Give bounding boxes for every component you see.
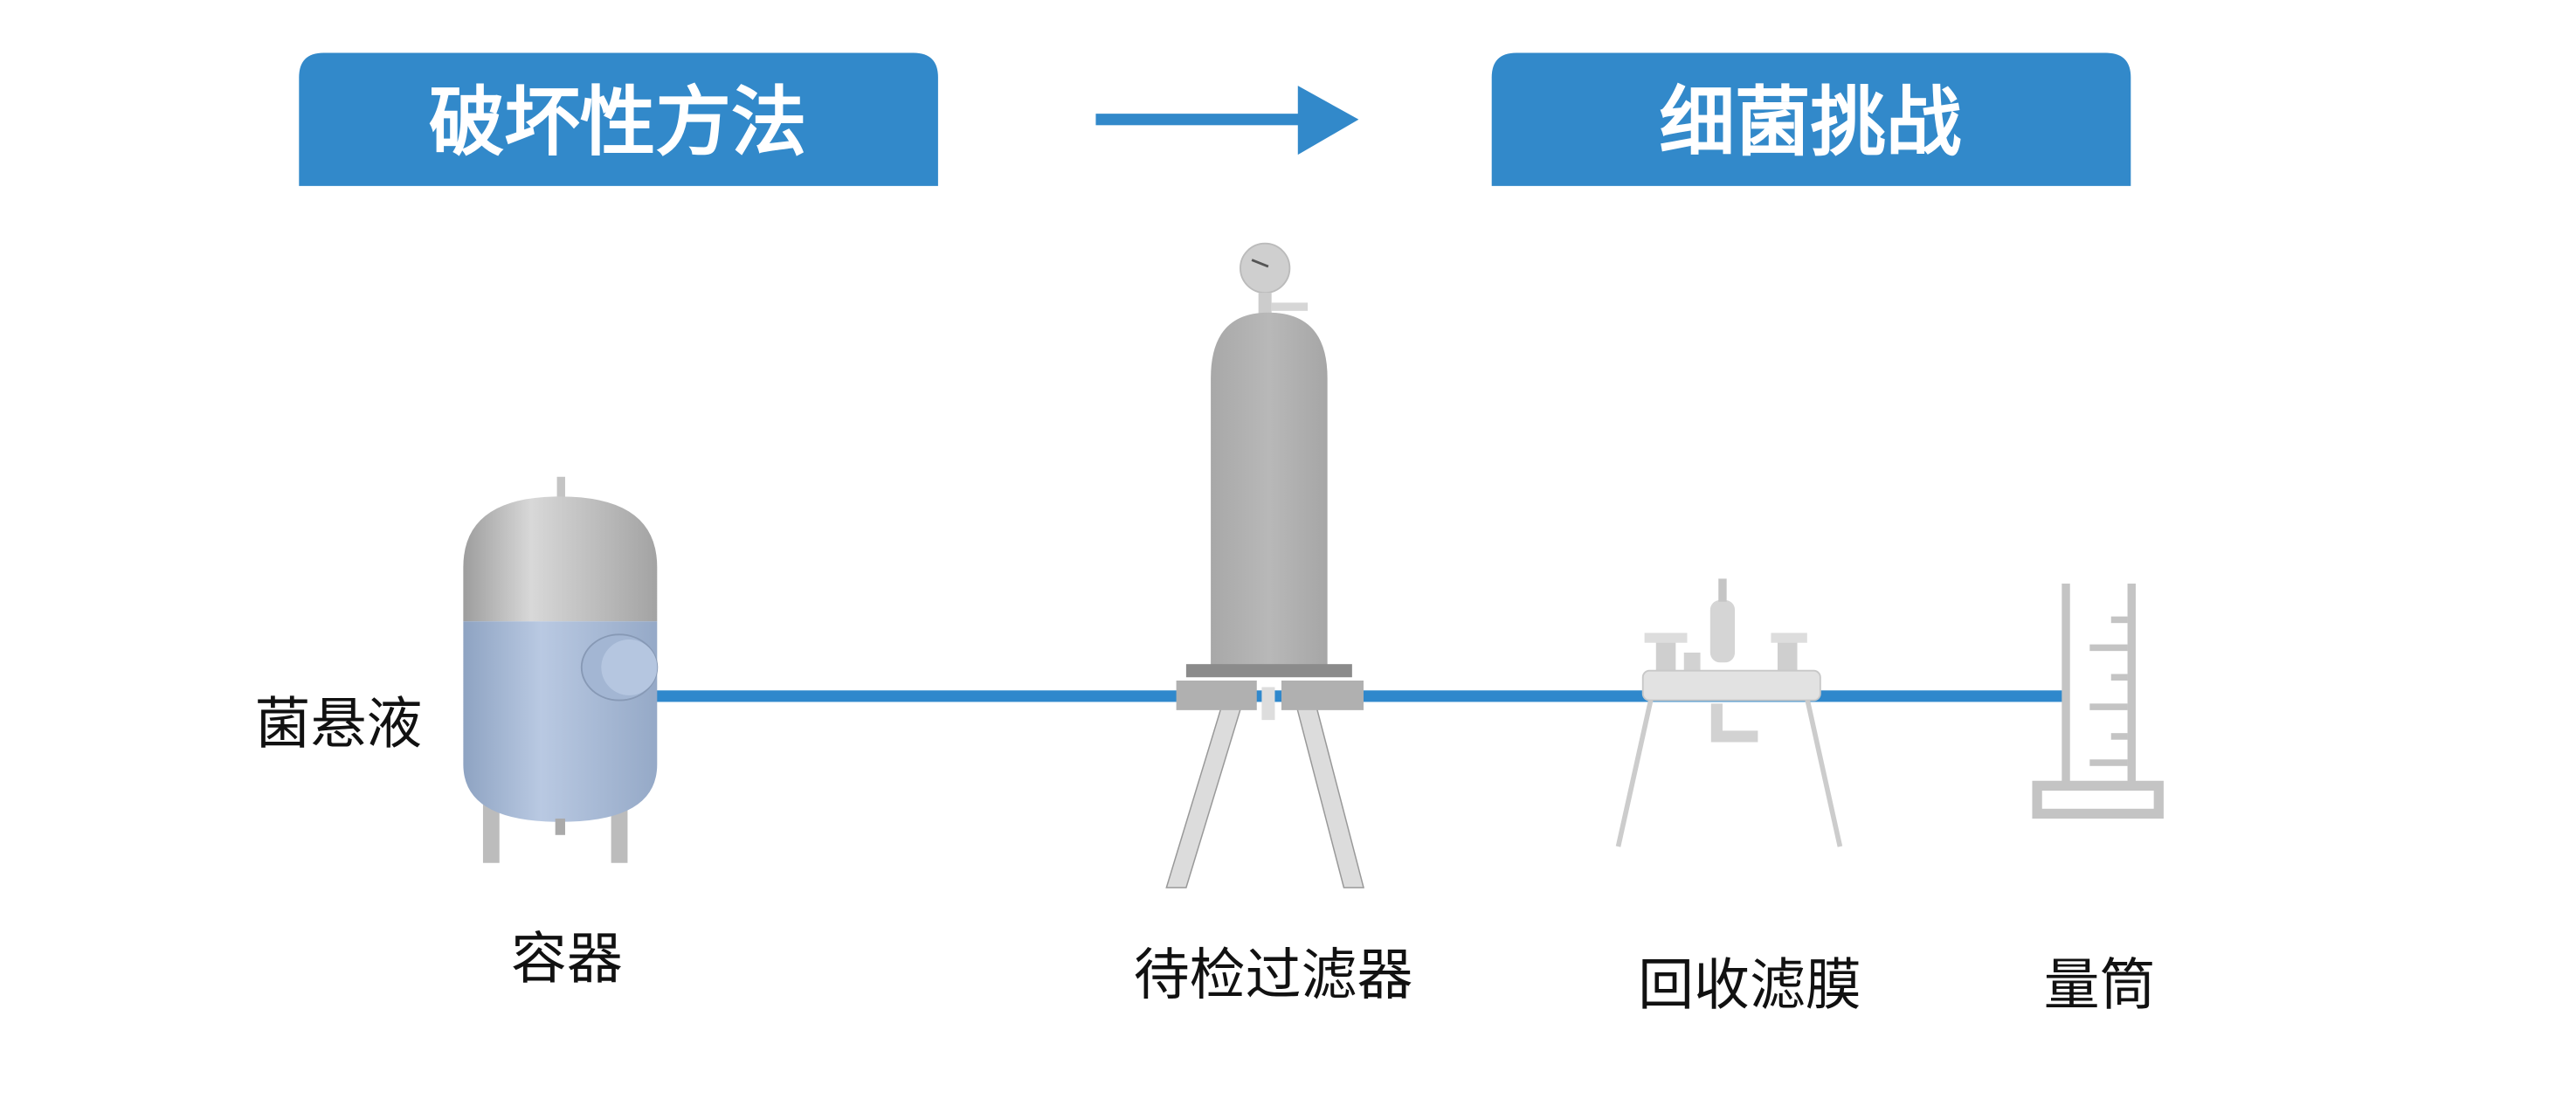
- right-banner-bg: [1491, 52, 2131, 186]
- test-filter-icon: [1165, 242, 1364, 888]
- left-banner-bg: [299, 52, 938, 186]
- left-banner: 破坏性方法: [299, 52, 938, 186]
- suspension-label: 菌悬液: [255, 692, 423, 757]
- recovery-membrane-holder-icon: [1615, 578, 1843, 847]
- graduated-cylinder-icon: [2032, 584, 2164, 819]
- arrow-icon: [1095, 86, 1359, 156]
- container-label: 容器: [511, 927, 623, 992]
- right-banner: 细菌挑战: [1491, 52, 2131, 186]
- container-tank-icon: [463, 476, 659, 863]
- recovery-membrane-label: 回收滤膜: [1638, 954, 1861, 1019]
- graduated-cylinder-label: 量筒: [2044, 954, 2156, 1019]
- right-banner-title: 细菌挑战: [1660, 80, 1962, 167]
- test-filter-label: 待检过滤器: [1134, 944, 1413, 1008]
- left-banner-title: 破坏性方法: [429, 80, 807, 167]
